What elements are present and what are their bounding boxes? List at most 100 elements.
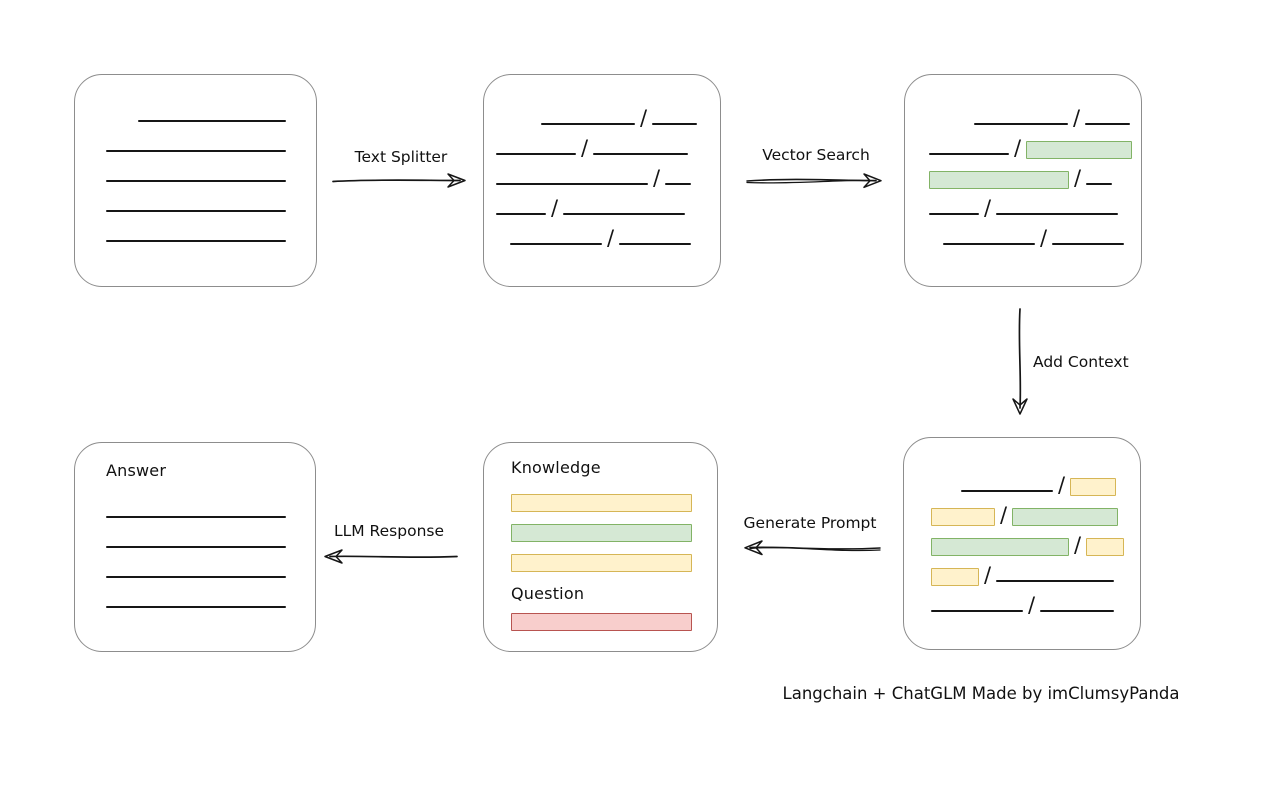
yellow-segment bbox=[1086, 538, 1125, 556]
context-added-box: ///// bbox=[903, 437, 1141, 650]
placeholder-row: / bbox=[496, 99, 720, 129]
generate-prompt-arrow bbox=[744, 540, 881, 556]
line-segment bbox=[541, 123, 635, 125]
green-segment bbox=[929, 171, 1069, 189]
answer-box: Answer bbox=[74, 442, 316, 652]
context-added-lines: ///// bbox=[904, 438, 1140, 616]
line-segment bbox=[106, 240, 286, 242]
slash-separator: / bbox=[1058, 473, 1066, 497]
yellow-segment bbox=[511, 494, 692, 512]
placeholder-row bbox=[511, 482, 717, 512]
line-segment bbox=[496, 183, 648, 185]
add-context-arrow bbox=[1012, 308, 1028, 415]
line-segment bbox=[929, 153, 1009, 155]
placeholder-row: / bbox=[931, 526, 1140, 556]
split-text-lines: ///// bbox=[484, 75, 720, 249]
llm-response-label: LLM Response bbox=[333, 522, 444, 540]
slash-separator: / bbox=[1028, 593, 1036, 617]
line-segment bbox=[996, 213, 1119, 215]
line-segment bbox=[1052, 243, 1125, 245]
placeholder-row: / bbox=[496, 159, 720, 189]
split-text-box: ///// bbox=[483, 74, 721, 287]
vector-search-label: Vector Search bbox=[762, 146, 870, 164]
line-segment bbox=[138, 120, 286, 122]
line-segment bbox=[619, 243, 692, 245]
line-segment bbox=[961, 490, 1053, 492]
indent-segment bbox=[496, 248, 510, 249]
placeholder-row bbox=[511, 601, 717, 631]
line-segment bbox=[106, 606, 286, 608]
text-splitter-arrow bbox=[332, 173, 466, 188]
line-segment bbox=[943, 243, 1035, 245]
slash-separator: / bbox=[640, 106, 648, 130]
placeholder-row bbox=[106, 492, 315, 522]
line-segment bbox=[665, 183, 692, 185]
question-bar bbox=[511, 601, 717, 631]
red-segment bbox=[511, 613, 692, 631]
placeholder-row: / bbox=[496, 219, 720, 249]
placeholder-row: / bbox=[929, 129, 1141, 159]
placeholder-row bbox=[106, 126, 316, 156]
placeholder-row: / bbox=[929, 189, 1141, 219]
placeholder-row bbox=[106, 96, 316, 126]
generate-prompt-label: Generate Prompt bbox=[743, 514, 877, 532]
yellow-segment bbox=[931, 508, 995, 526]
green-segment bbox=[931, 538, 1069, 556]
green-segment bbox=[1026, 141, 1133, 159]
yellow-segment bbox=[511, 554, 692, 572]
slash-separator: / bbox=[581, 136, 589, 160]
line-segment bbox=[106, 516, 286, 518]
slash-separator: / bbox=[1000, 503, 1008, 527]
slash-separator: / bbox=[653, 166, 661, 190]
placeholder-row: / bbox=[931, 586, 1140, 616]
line-segment bbox=[563, 213, 686, 215]
placeholder-row: / bbox=[931, 466, 1140, 496]
placeholder-row bbox=[511, 512, 717, 542]
line-segment bbox=[106, 210, 286, 212]
slash-separator: / bbox=[1040, 226, 1048, 250]
placeholder-row: / bbox=[929, 99, 1141, 129]
placeholder-row: / bbox=[929, 159, 1141, 189]
placeholder-row: / bbox=[931, 556, 1140, 586]
placeholder-row bbox=[106, 552, 315, 582]
vector-matched-lines: ///// bbox=[905, 75, 1141, 249]
indent-segment bbox=[929, 248, 943, 249]
line-segment bbox=[1085, 123, 1131, 125]
slash-separator: / bbox=[1073, 106, 1081, 130]
knowledge-label: Knowledge bbox=[511, 458, 601, 477]
line-segment bbox=[106, 576, 286, 578]
line-segment bbox=[106, 150, 286, 152]
slash-separator: / bbox=[1074, 166, 1082, 190]
document-box bbox=[74, 74, 317, 287]
indent-segment bbox=[106, 125, 138, 126]
document-lines bbox=[75, 75, 316, 246]
add-context-label: Add Context bbox=[1033, 353, 1129, 371]
placeholder-row bbox=[106, 582, 315, 612]
text-splitter-label: Text Splitter bbox=[354, 148, 448, 166]
indent-segment bbox=[929, 128, 974, 129]
placeholder-row bbox=[511, 542, 717, 572]
line-segment bbox=[931, 610, 1023, 612]
indent-segment bbox=[496, 128, 541, 129]
line-segment bbox=[106, 546, 286, 548]
answer-label: Answer bbox=[106, 461, 167, 480]
indent-segment bbox=[931, 495, 961, 496]
placeholder-row bbox=[106, 216, 316, 246]
placeholder-row bbox=[106, 156, 316, 186]
placeholder-row: / bbox=[496, 189, 720, 219]
question-label: Question bbox=[511, 584, 585, 603]
yellow-segment bbox=[1070, 478, 1117, 496]
placeholder-row: / bbox=[929, 219, 1141, 249]
green-segment bbox=[511, 524, 692, 542]
line-segment bbox=[974, 123, 1068, 125]
line-segment bbox=[496, 213, 546, 215]
llm-response-arrow bbox=[324, 549, 458, 564]
line-segment bbox=[496, 153, 576, 155]
knowledge-bars bbox=[511, 482, 717, 572]
yellow-segment bbox=[931, 568, 979, 586]
line-segment bbox=[929, 213, 979, 215]
vector-matched-box: ///// bbox=[904, 74, 1142, 287]
caption: Langchain + ChatGLM Made by imClumsyPand… bbox=[782, 684, 1180, 703]
line-segment bbox=[510, 243, 602, 245]
